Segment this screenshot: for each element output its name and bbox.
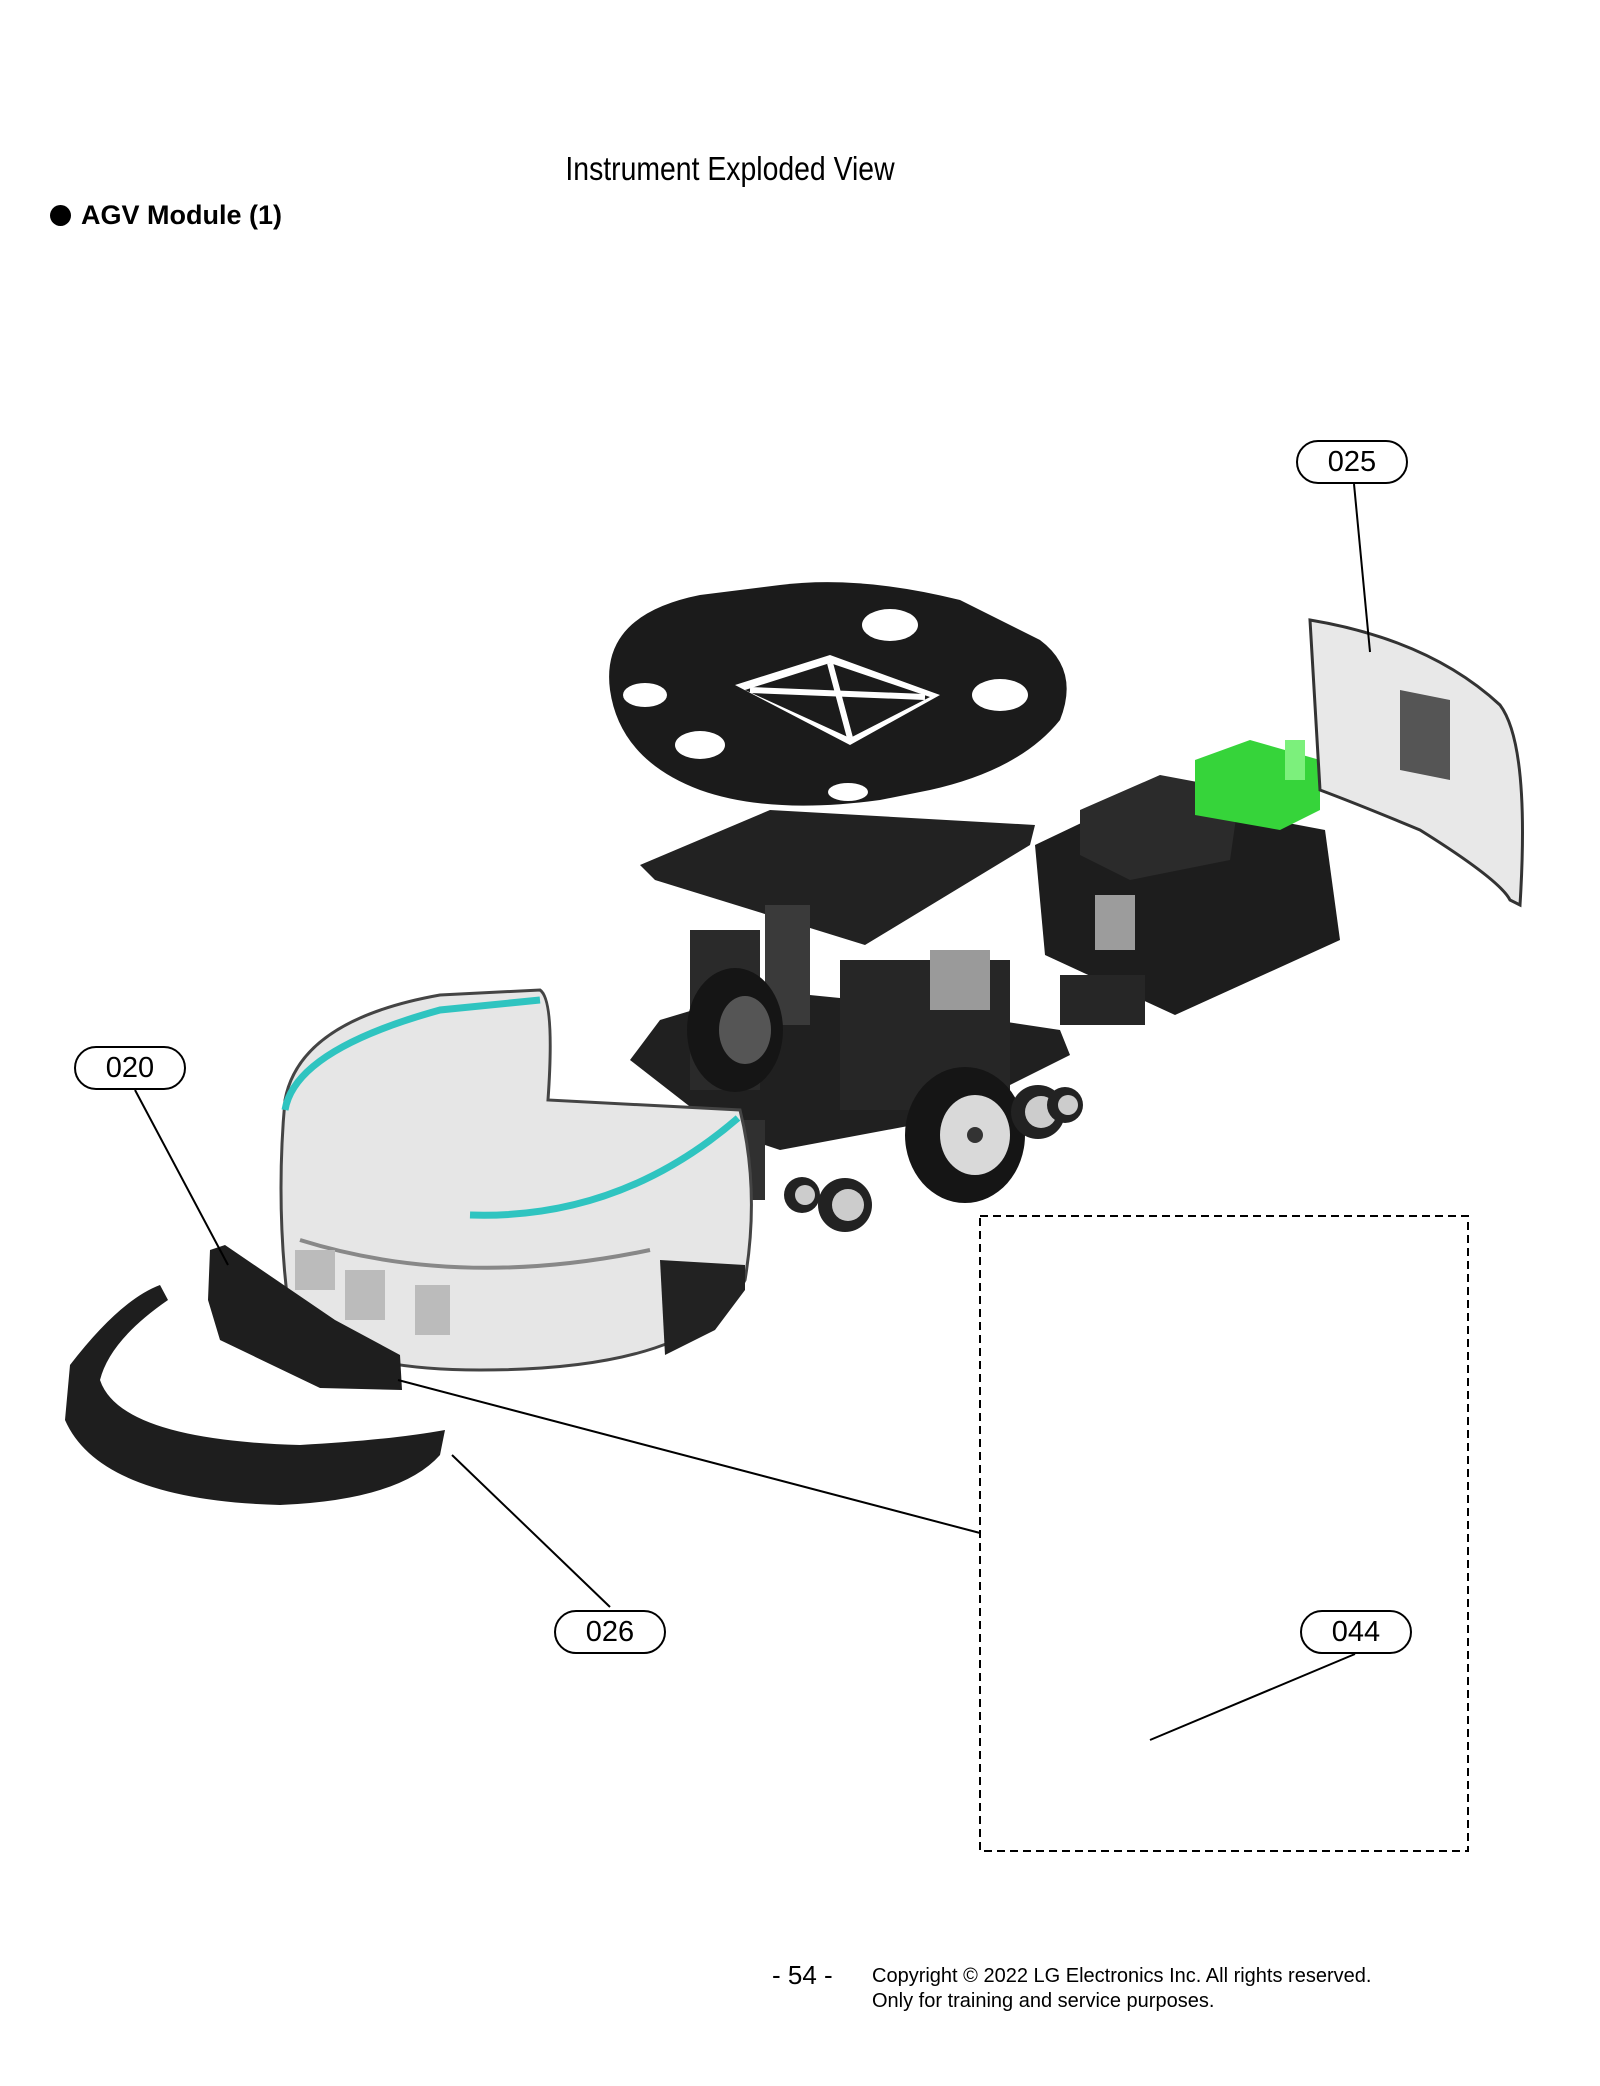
copyright-line-1: Copyright © 2022 LG Electronics Inc. All… [872, 1965, 1372, 1987]
callout-025: 025 [1296, 440, 1408, 484]
section-heading: AGV Module (1) [50, 200, 282, 231]
leader-lines [134, 483, 1371, 1741]
copyright-notice: Copyright © 2022 LG Electronics Inc. All… [872, 1964, 1371, 2014]
sensor-panel [208, 1245, 402, 1390]
bullet-icon [50, 205, 71, 226]
inset-box [979, 1215, 1469, 1852]
callout-044: 044 [1300, 1610, 1412, 1654]
callout-026: 026 [554, 1610, 666, 1654]
front-shell [279, 988, 753, 1372]
rear-cover [1308, 618, 1524, 908]
callout-020: 020 [74, 1046, 186, 1090]
page-title: Instrument Exploded View [565, 150, 895, 187]
drive-wheel-right [905, 1067, 1025, 1203]
top-plate [609, 582, 1067, 806]
middle-plate [640, 810, 1035, 945]
bumper-rail [65, 1285, 445, 1505]
electronics-module [1035, 740, 1340, 1025]
caster-wheels [784, 1085, 1083, 1232]
page-number: - 54 - [772, 1960, 833, 1990]
copyright-line-2: Only for training and service purposes. [872, 1990, 1215, 2012]
drive-wheel-left [687, 968, 783, 1092]
section-label: AGV Module (1) [81, 200, 282, 230]
